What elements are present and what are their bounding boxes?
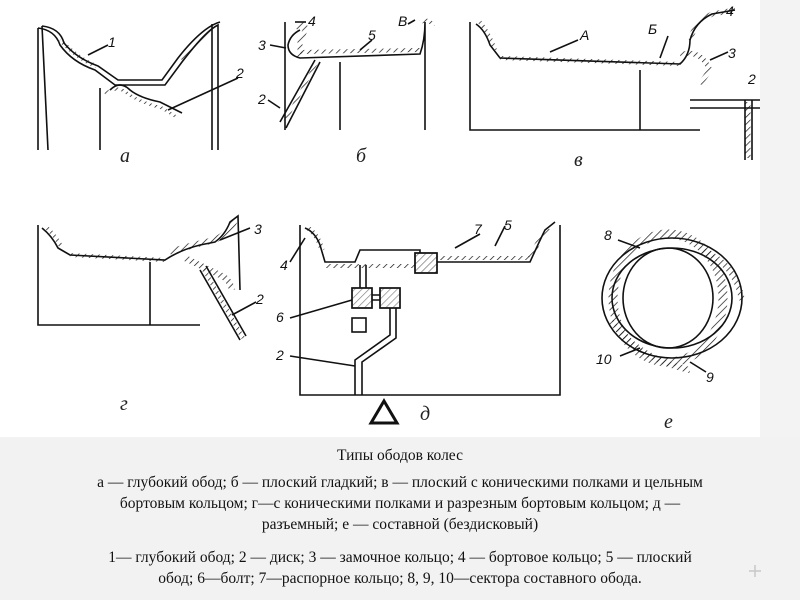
subfigure-label-g: г — [120, 393, 128, 415]
subfigure-label-d: д — [420, 403, 430, 425]
callout-b-3: 3 — [258, 37, 266, 53]
caption-line: бортовым кольцом; г—с коническими полкам… — [119, 495, 681, 512]
caption-line: а — глубокий обод; б — плоский гладкий; … — [97, 474, 703, 491]
subfigure-d-drawing — [289, 221, 561, 396]
subfigure-label-e: е — [664, 411, 673, 433]
callout-d-4: 4 — [280, 257, 288, 273]
callout-e-10: 10 — [596, 351, 612, 367]
callout-b-4: 4 — [308, 13, 316, 29]
rim-types-drawing: 1 2 а 4 В 3 5 2 б — [37, 3, 760, 433]
subfigure-label-v: в — [574, 149, 583, 171]
callout-d-6: 6 — [276, 309, 284, 325]
subfigure-a-drawing — [37, 21, 239, 151]
callout-a-2: 2 — [235, 65, 244, 81]
subfigure-g-drawing — [37, 214, 257, 341]
caption-line: 1— глубокий обод; 2 — диск; 3 — замочное… — [108, 549, 692, 566]
callout-v-4: 4 — [726, 3, 734, 19]
callout-b-v: В — [398, 13, 407, 29]
subfigure-label-a: а — [120, 145, 130, 167]
caption-parts-legend: 1— глубокий обод; 2 — диск; 3 — замочное… — [0, 547, 800, 589]
caption-line: обод; 6—болт; 7—распорное кольцо; 8, 9, … — [158, 570, 642, 587]
subfigure-label-b: б — [356, 145, 367, 167]
callout-v-3: 3 — [728, 45, 736, 61]
callout-d-2: 2 — [275, 347, 284, 363]
callout-v-2: 2 — [747, 71, 756, 87]
caption-title: Типы ободов колес — [337, 447, 463, 464]
callout-v-a: А — [579, 27, 589, 43]
callout-g-2: 2 — [255, 291, 264, 307]
caption-subfigure-legend: а — глубокий обод; б — плоский гладкий; … — [0, 472, 800, 535]
triangle-icon — [368, 398, 400, 425]
callout-a-1: 1 — [108, 34, 116, 50]
figure-area: 1 2 а 4 В 3 5 2 б — [0, 0, 760, 437]
caption-line: разъемный; е — составной (бездисковый) — [261, 516, 539, 533]
callout-g-3: 3 — [254, 221, 262, 237]
subfigure-b-drawing — [267, 18, 435, 130]
callout-d-5: 5 — [504, 217, 512, 233]
callout-e-8: 8 — [604, 227, 612, 243]
callout-v-b: Б — [648, 21, 657, 37]
subfigure-e-drawing — [601, 229, 745, 373]
plus-icon — [749, 565, 761, 577]
callout-d-7: 7 — [474, 221, 483, 237]
callout-e-9: 9 — [706, 369, 714, 385]
callout-b-2: 2 — [257, 91, 266, 107]
caption-area — [0, 437, 800, 600]
subfigure-v-drawing — [469, 7, 760, 160]
callout-b-5: 5 — [368, 27, 376, 43]
